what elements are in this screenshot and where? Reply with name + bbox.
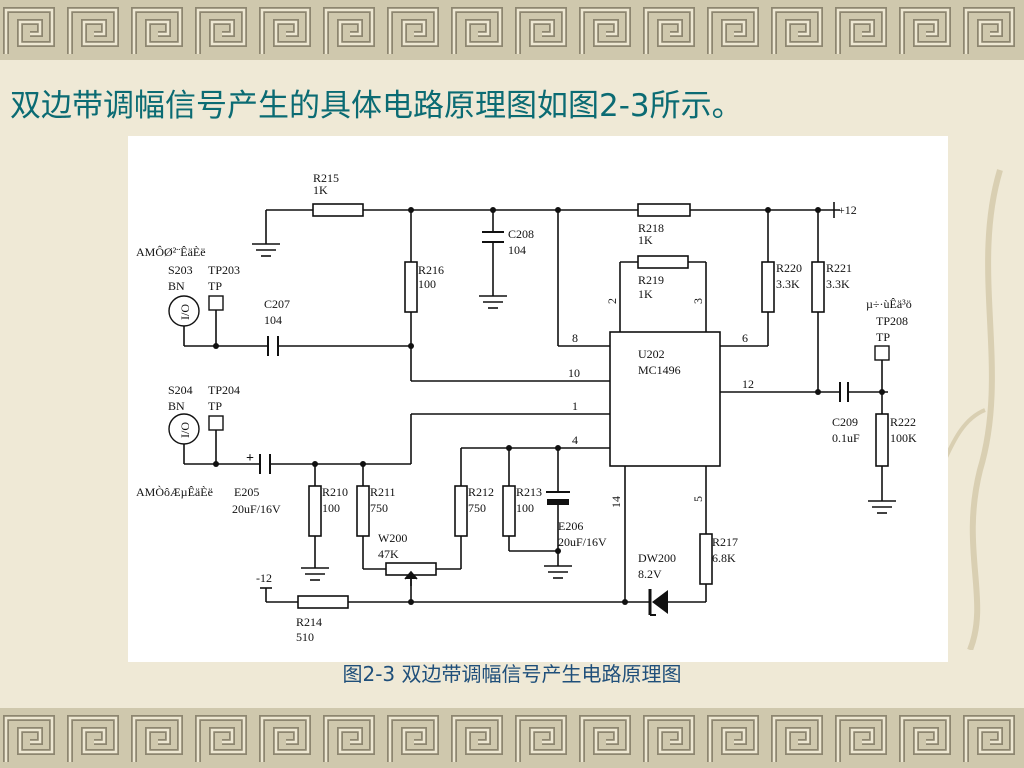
value-R211: 750 bbox=[370, 501, 388, 515]
label-DW200: DW200 bbox=[638, 551, 676, 565]
pin-2: 2 bbox=[605, 298, 619, 304]
zener-diode-DW200 bbox=[648, 589, 668, 616]
io-label-1: I/O bbox=[178, 304, 192, 320]
pin-14: 14 bbox=[609, 496, 623, 508]
label-input1: AMÔØ²¨ÊäÈë bbox=[136, 245, 206, 259]
label-vminus: -12 bbox=[256, 571, 272, 585]
label-R213: R213 bbox=[516, 485, 542, 499]
value-C207: 104 bbox=[264, 313, 282, 327]
resistor-R218 bbox=[637, 203, 691, 217]
value-R220: 3.3K bbox=[776, 277, 800, 291]
value-E206: 20uF/16V bbox=[558, 535, 607, 549]
value-DW200: 8.2V bbox=[638, 567, 662, 581]
type-TP203: TP bbox=[208, 279, 222, 293]
polarity-plus: + bbox=[246, 451, 254, 466]
label-R219: R219 bbox=[638, 273, 664, 287]
label-output: µ÷·ùÊä³ö bbox=[866, 297, 912, 311]
type-S203: BN bbox=[168, 279, 185, 293]
resistor-R216 bbox=[404, 261, 418, 313]
resistor-R211 bbox=[356, 485, 370, 537]
label-R214: R214 bbox=[296, 615, 322, 629]
type-TP204: TP bbox=[208, 399, 222, 413]
value-R222: 100K bbox=[890, 431, 917, 445]
pin-12: 12 bbox=[742, 377, 754, 391]
wiper-arrow bbox=[404, 570, 418, 586]
label-TP204: TP204 bbox=[208, 383, 240, 397]
resistor-R214 bbox=[297, 595, 349, 609]
value-R216: 100 bbox=[418, 277, 436, 291]
label-input2: AMÒôÆµÊäÈë bbox=[136, 485, 213, 499]
value-C209: 0.1uF bbox=[832, 431, 860, 445]
pin-5: 5 bbox=[691, 496, 705, 502]
value-W200: 47K bbox=[378, 547, 399, 561]
value-R219: 1K bbox=[638, 287, 653, 301]
label-R222: R222 bbox=[890, 415, 916, 429]
label-vplus: +12 bbox=[838, 203, 857, 217]
label-R218: R218 bbox=[638, 221, 664, 235]
label-U202: U202 bbox=[638, 347, 665, 361]
type-S204: BN bbox=[168, 399, 185, 413]
circuit-schematic: R215 1K R216 100 C208 104 R218 1K R219 1… bbox=[136, 171, 917, 644]
pin-1: 1 bbox=[572, 399, 578, 413]
value-R210: 100 bbox=[322, 501, 340, 515]
label-C208: C208 bbox=[508, 227, 534, 241]
circuit-figure: R215 1K R216 100 C208 104 R218 1K R219 1… bbox=[128, 136, 948, 662]
label-R221: R221 bbox=[826, 261, 852, 275]
label-R220: R220 bbox=[776, 261, 802, 275]
value-R214: 510 bbox=[296, 630, 314, 644]
label-S204: S204 bbox=[168, 383, 193, 397]
pin-6: 6 bbox=[742, 331, 748, 345]
fret-pattern-bottom bbox=[0, 708, 1024, 768]
label-R217: R217 bbox=[712, 535, 738, 549]
label-R210: R210 bbox=[322, 485, 348, 499]
resistor-R219 bbox=[637, 255, 689, 269]
resistor-R222 bbox=[875, 413, 889, 467]
part-U202: MC1496 bbox=[638, 363, 681, 377]
pin-4: 4 bbox=[572, 433, 578, 447]
label-W200: W200 bbox=[378, 531, 407, 545]
resistor-R213 bbox=[502, 485, 516, 537]
label-TP208: TP208 bbox=[876, 314, 908, 328]
label-E205: E205 bbox=[234, 485, 259, 499]
resistor-R210 bbox=[308, 485, 322, 537]
value-R217: 6.8K bbox=[712, 551, 736, 565]
connector-S203 bbox=[168, 295, 200, 327]
label-C207: C207 bbox=[264, 297, 290, 311]
figure-caption: 图2-3 双边带调幅信号产生电路原理图 bbox=[342, 662, 682, 686]
label-S203: S203 bbox=[168, 263, 193, 277]
bottom-decorative-border bbox=[0, 708, 1024, 768]
resistor-R215 bbox=[312, 203, 364, 217]
io-label-2: I/O bbox=[178, 422, 192, 438]
label-R215: R215 bbox=[313, 171, 339, 185]
testpoint-TP203 bbox=[208, 295, 224, 311]
testpoint-TP208 bbox=[874, 345, 890, 361]
value-R221: 3.3K bbox=[826, 277, 850, 291]
slide-title: 双边带调幅信号产生的具体电路原理图如图2-3所示。 bbox=[10, 88, 743, 124]
value-R213: 100 bbox=[516, 501, 534, 515]
value-R215: 1K bbox=[313, 183, 328, 197]
label-R211: R211 bbox=[370, 485, 396, 499]
fret-pattern-top bbox=[0, 0, 1024, 60]
top-decorative-border bbox=[0, 0, 1024, 60]
value-E205: 20uF/16V bbox=[232, 502, 281, 516]
resistor-R221 bbox=[811, 261, 825, 313]
type-TP208: TP bbox=[876, 330, 890, 344]
pin-8: 8 bbox=[572, 331, 578, 345]
label-R212: R212 bbox=[468, 485, 494, 499]
label-R216: R216 bbox=[418, 263, 444, 277]
label-TP203: TP203 bbox=[208, 263, 240, 277]
testpoint-TP204 bbox=[208, 415, 224, 431]
value-R218: 1K bbox=[638, 233, 653, 247]
resistor-R217 bbox=[699, 533, 713, 585]
pin-10: 10 bbox=[568, 366, 580, 380]
connector-S204 bbox=[168, 413, 200, 445]
resistor-R220 bbox=[761, 261, 775, 313]
label-E206: E206 bbox=[558, 519, 583, 533]
pin-3: 3 bbox=[691, 298, 705, 304]
value-R212: 750 bbox=[468, 501, 486, 515]
resistor-R212 bbox=[454, 485, 468, 537]
label-C209: C209 bbox=[832, 415, 858, 429]
ic-U202 bbox=[609, 331, 721, 467]
value-C208: 104 bbox=[508, 243, 526, 257]
